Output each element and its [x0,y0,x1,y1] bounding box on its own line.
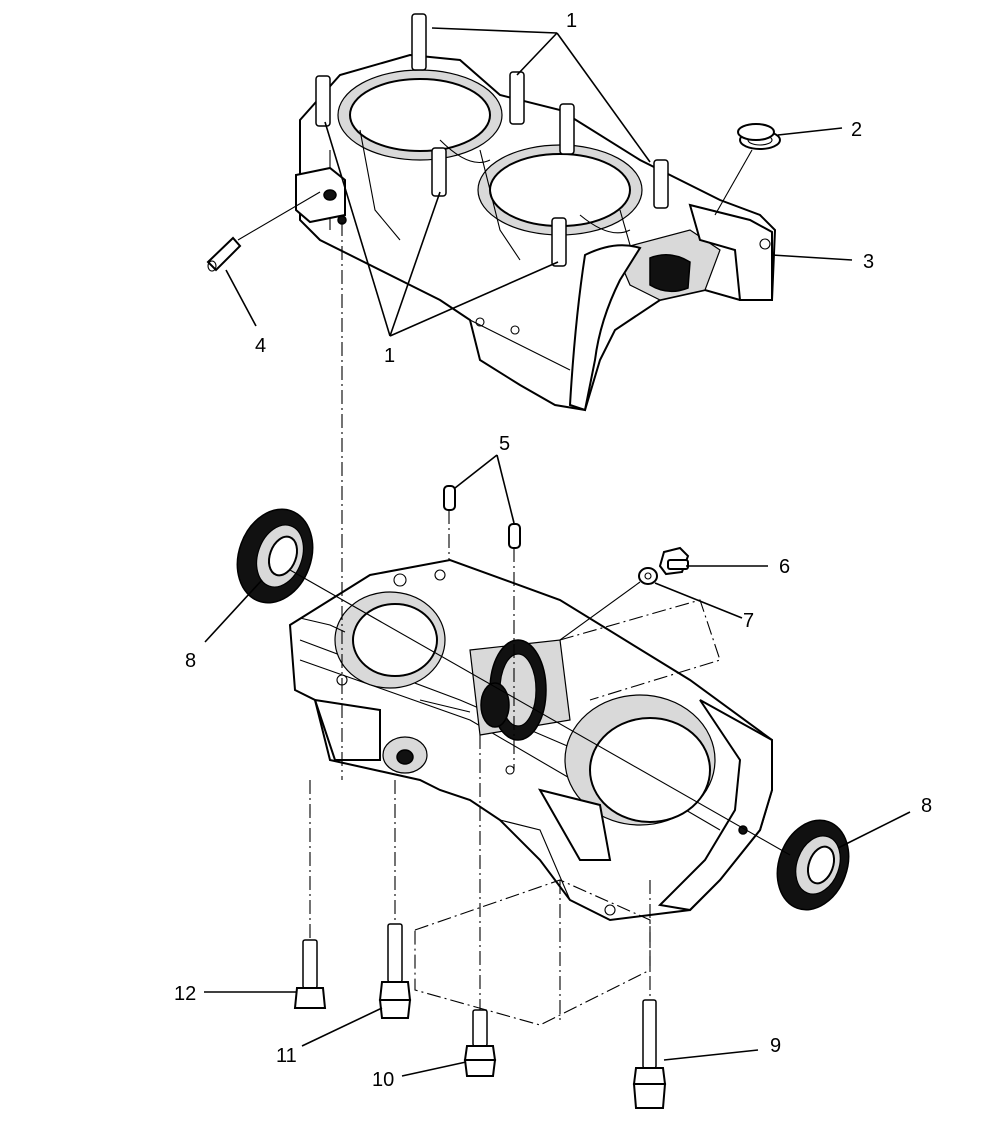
callout-4: 4 [255,335,266,357]
washer-part [638,567,658,585]
center-gear [480,639,547,741]
callout-10: 10 [372,1069,394,1091]
oil-seal-left-part [236,508,314,604]
bolt-10-part [463,1009,497,1077]
callout-11: 11 [276,1045,297,1067]
callout-5: 5 [499,433,510,455]
lower-crankcase [288,558,773,922]
bolt-11-part [378,923,412,1019]
retaining-ring-part [737,123,781,150]
oil-seal-right-part [776,819,850,911]
callout-3: 3 [863,251,874,273]
cylinder-studs [315,13,669,267]
drain-screw-part [658,546,690,576]
callout-1-top: 1 [566,10,577,32]
callout-2: 2 [851,119,862,141]
dowel-pin-part [206,236,242,272]
bolt-9-part [632,999,667,1109]
callout-labels: 1 2 3 4 1 5 6 7 8 8 9 10 11 12 [174,10,932,1091]
callout-7: 7 [743,610,754,632]
callout-9: 9 [770,1035,781,1057]
callout-8-left: 8 [185,650,196,672]
leader-lines [204,27,911,1077]
dowel-pins-pair [443,485,521,549]
bolt-12-part [293,939,327,1009]
callout-12: 12 [174,983,196,1005]
assembly-lines [309,222,721,1026]
callout-1-bottom: 1 [384,345,395,367]
callout-8-right: 8 [921,795,932,817]
callout-6: 6 [779,556,790,578]
upper-crankcase [295,13,777,412]
